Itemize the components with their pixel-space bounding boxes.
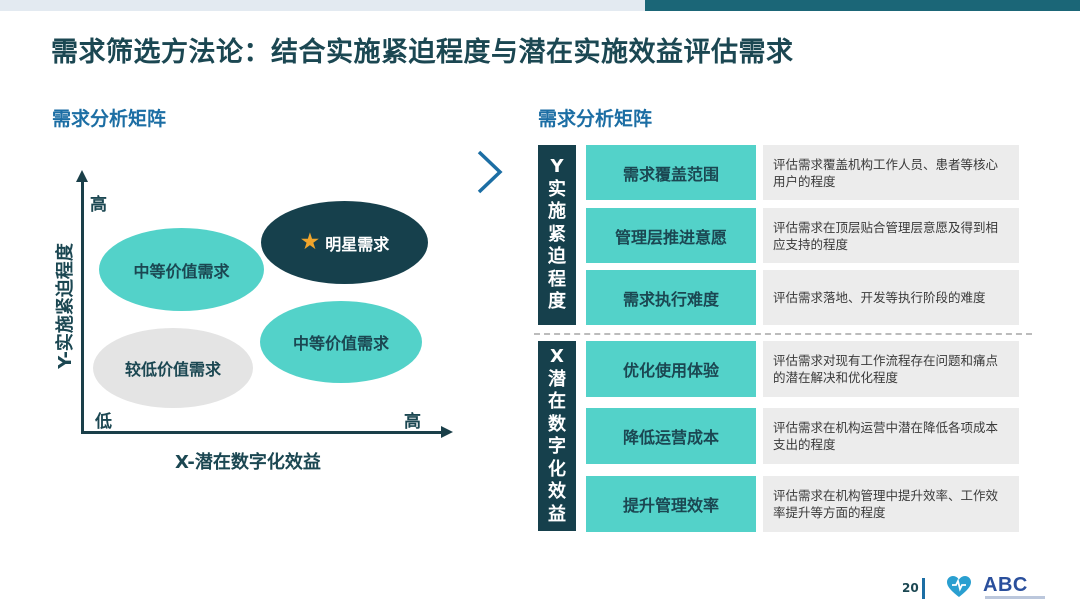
group-x-char: 化 <box>548 458 566 480</box>
x-axis-high-label: 高 <box>404 412 421 432</box>
criterion-name: 管理层推进意愿 <box>586 208 756 263</box>
star-icon: ★ <box>299 229 321 255</box>
logo-subline <box>985 596 1045 599</box>
x-axis-arrow-icon <box>441 426 453 438</box>
group-y-char: 程 <box>548 268 566 290</box>
criterion-name: 优化使用体验 <box>586 341 756 397</box>
logo-text: ABC <box>983 574 1028 596</box>
top-bar-light <box>0 0 645 11</box>
axis-low-label: 低 <box>95 412 112 432</box>
criterion-desc: 评估需求在顶层贴合管理层意愿及得到相应支持的程度 <box>763 208 1019 263</box>
group-x-char: 潜 <box>548 368 566 390</box>
page-number: 20 <box>902 581 919 595</box>
group-x-char: 在 <box>548 391 566 412</box>
group-x-char: 字 <box>548 436 566 457</box>
quadrant-top-right: ★ 明星需求 <box>261 201 428 284</box>
y-axis-title: Y-实施紧迫程度 <box>55 243 76 369</box>
group-y-bar: Y 实 施 紧 迫 程 度 <box>538 145 576 325</box>
group-x-char: 效 <box>548 481 566 502</box>
criterion-name: 降低运营成本 <box>586 408 756 464</box>
group-y-char: 施 <box>548 201 566 223</box>
group-y-char: 紧 <box>548 223 566 245</box>
criterion-name: 需求覆盖范围 <box>586 145 756 200</box>
quadrant-top-right-label: 明星需求 <box>325 234 390 254</box>
criterion-desc: 评估需求落地、开发等执行阶段的难度 <box>763 270 1019 325</box>
group-y-char: 实 <box>548 178 566 200</box>
y-axis-arrow-icon <box>76 170 88 182</box>
quadrant-bottom-right-label: 中等价值需求 <box>292 334 389 353</box>
logo-heart-icon <box>947 576 971 597</box>
group-x-bar: X 潜 在 数 字 化 效 益 <box>538 341 576 531</box>
criterion-name: 提升管理效率 <box>586 476 756 532</box>
y-axis-high-label: 高 <box>90 195 107 215</box>
group-x-char: 数 <box>548 413 566 435</box>
quadrant-bottom-right: 中等价值需求 <box>260 301 422 383</box>
group-y-char: Y <box>550 156 564 178</box>
quadrant-top-left: 中等价值需求 <box>99 228 264 311</box>
y-axis-line <box>81 180 84 433</box>
group-divider <box>534 333 1032 335</box>
group-x-char: X <box>550 346 564 367</box>
group-y-char: 迫 <box>548 246 566 268</box>
criterion-desc: 评估需求在机构运营中潜在降低各项成本支出的程度 <box>763 408 1019 464</box>
page-title: 需求筛选方法论：结合实施紧迫程度与潜在实施效益评估需求 <box>51 37 794 68</box>
top-bar-dark <box>645 0 1080 11</box>
left-section-label: 需求分析矩阵 <box>52 108 167 130</box>
group-x-char: 益 <box>548 503 566 525</box>
right-section-label: 需求分析矩阵 <box>538 108 653 130</box>
criterion-desc: 评估需求对现有工作流程存在问题和痛点的潜在解决和优化程度 <box>763 341 1019 397</box>
chevron-right-icon <box>477 150 503 194</box>
criterion-name: 需求执行难度 <box>586 270 756 325</box>
quadrant-bottom-left: 较低价值需求 <box>93 328 253 408</box>
criterion-desc: 评估需求在机构管理中提升效率、工作效率提升等方面的程度 <box>763 476 1019 532</box>
group-y-char: 度 <box>548 291 566 313</box>
criterion-desc: 评估需求覆盖机构工作人员、患者等核心用户的程度 <box>763 145 1019 200</box>
quadrant-top-left-label: 中等价值需求 <box>133 261 230 281</box>
footer-separator <box>922 578 925 599</box>
quadrant-bottom-left-label: 较低价值需求 <box>124 360 221 379</box>
x-axis-title: X-潜在数字化效益 <box>175 452 321 473</box>
x-axis-line <box>81 431 443 434</box>
